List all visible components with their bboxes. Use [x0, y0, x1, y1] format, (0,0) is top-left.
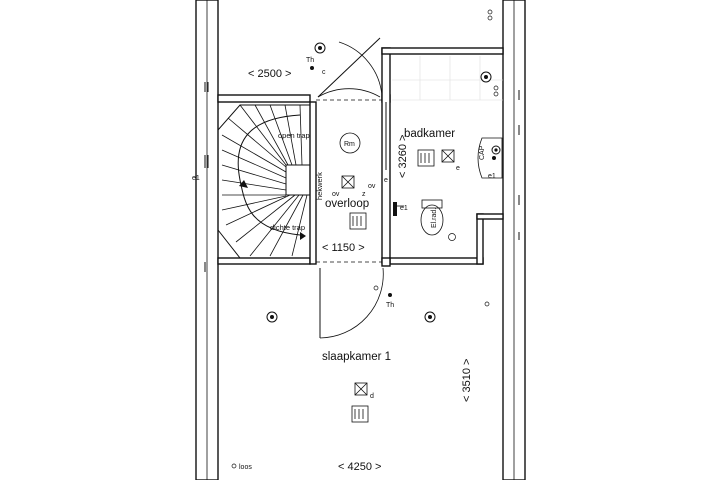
stair-top-wall	[217, 94, 311, 103]
ventilation-ov-label-2: ov	[368, 183, 376, 190]
door-top	[317, 37, 383, 98]
dimension-overloop: < 1150 >	[322, 242, 365, 254]
cap-label: CAP	[479, 145, 486, 160]
bath-south-wall	[389, 257, 484, 265]
ceiling-light-icon	[266, 311, 278, 323]
dimension-bottom: < 4250 >	[338, 461, 381, 473]
el-rad-label: El.rad.	[431, 208, 438, 228]
open-stair-label: open trap	[278, 131, 310, 140]
room-label-overloop: overloop	[325, 198, 369, 210]
ventilation-ov-label: ov	[332, 191, 340, 198]
sink-icon	[477, 137, 503, 179]
bath-e-label: e	[456, 165, 460, 172]
outlet-e1-left-label: e1	[192, 175, 200, 182]
radiator-icon	[351, 405, 369, 423]
thermostat-icon	[310, 66, 314, 70]
thermostat-c-label: c	[322, 69, 326, 76]
toilet-icon	[420, 199, 456, 241]
ventilation-e-label: e	[384, 177, 388, 184]
stair-bottom-wall	[217, 257, 311, 265]
outlet-e1-bath-label: e1	[488, 173, 496, 180]
dimension-badkamer: < 3260 >	[397, 135, 409, 178]
dimension-slaapkamer: < 3510 >	[461, 359, 473, 402]
ceiling-light-icon	[314, 42, 326, 54]
room-label-slaapkamer: slaapkamer 1	[322, 351, 391, 363]
smoke-detector-icon	[339, 132, 361, 154]
loos-label: loos	[239, 464, 252, 471]
bedroom-d-label: d	[370, 393, 374, 400]
outlet-e1-overloop-label: e1	[400, 205, 408, 212]
staircase	[217, 104, 311, 259]
radiator-icon	[417, 149, 435, 167]
ceiling-light-icon	[480, 71, 492, 83]
dimension-top: < 2500 >	[248, 68, 291, 80]
bath-north-wall	[381, 47, 504, 55]
room-label-badkamer: badkamer	[404, 128, 455, 140]
ventilation-z-label: z	[362, 191, 366, 198]
wall-markers	[204, 82, 520, 272]
outlet-icon	[393, 202, 404, 216]
thermostat-label-top: Th	[306, 57, 314, 64]
smoke-detector-label: Rm	[344, 141, 355, 148]
ventilation-icon	[341, 175, 355, 189]
thermostat-icon	[388, 293, 392, 297]
bath-fan-icon	[441, 149, 455, 163]
door-bottom	[319, 267, 384, 339]
railing-label: hekwerk	[315, 172, 324, 200]
ceiling-light-icon	[491, 145, 501, 155]
bedroom-fan-icon	[354, 382, 368, 396]
closed-stair-label: dichte trap	[270, 223, 305, 232]
ceiling-light-icon	[424, 311, 436, 323]
thermostat-label-bottom: Th	[386, 302, 394, 309]
radiator-icon	[349, 212, 367, 230]
